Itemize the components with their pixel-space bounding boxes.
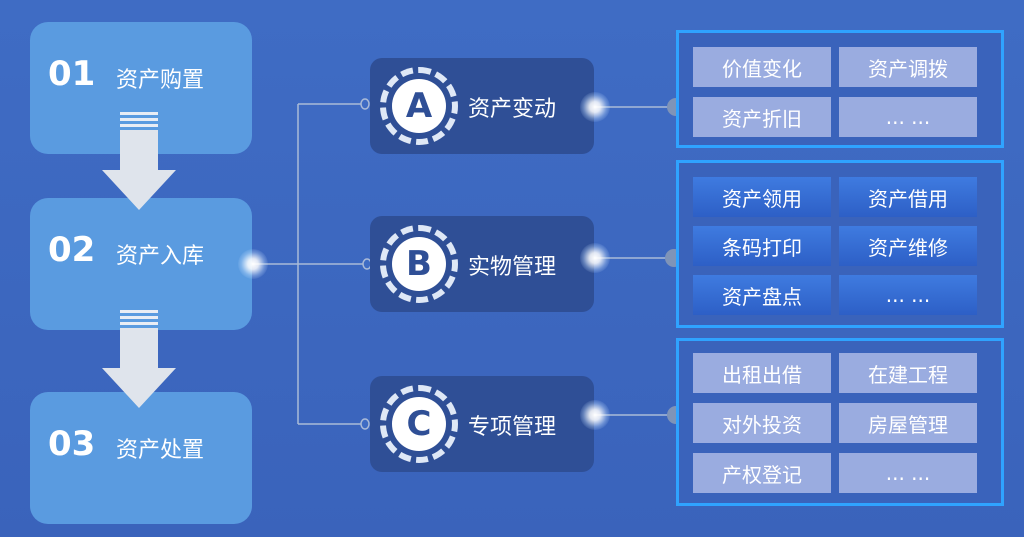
item-cell: 出租出借 [693,353,831,393]
panel-b: 资产领用 资产借用 条码打印 资产维修 资产盘点 ... ... [676,160,1004,328]
item-cell: ... ... [839,97,977,137]
item-cell: 对外投资 [693,403,831,443]
item-cell: 资产借用 [839,177,977,217]
item-cell: ... ... [839,275,977,315]
glow-dot-icon [580,92,610,122]
item-cell: 条码打印 [693,226,831,266]
item-cell: 产权登记 [693,453,831,493]
item-cell: 资产折旧 [693,97,831,137]
stage-number: 02 [48,230,96,270]
stage-number: 03 [48,424,96,464]
badge-letter: A [392,79,446,133]
item-cell: ... ... [839,453,977,493]
item-cell: 房屋管理 [839,403,977,443]
item-cell: 资产领用 [693,177,831,217]
stage-label: 资产购置 [116,68,205,93]
badge-ring-icon: C [380,385,458,463]
down-arrow-icon [102,310,176,408]
item-cell: 在建工程 [839,353,977,393]
item-cell: 资产维修 [839,226,977,266]
panel-c: 出租出借 在建工程 对外投资 房屋管理 产权登记 ... ... [676,338,1004,506]
stage-number: 01 [48,54,96,94]
badge-letter: B [392,237,446,291]
badge-ring-icon: B [380,225,458,303]
stage-label: 资产处置 [116,438,205,463]
category-label: 专项管理 [468,415,557,440]
stage-box-03: 03 资产处置 [30,392,252,524]
badge-letter: C [392,397,446,451]
category-label: 实物管理 [468,255,557,280]
category-box-a: A 资产变动 [370,58,594,154]
stage-label: 资产入库 [116,244,205,269]
badge-ring-icon: A [380,67,458,145]
panel-a: 价值变化 资产调拨 资产折旧 ... ... [676,30,1004,148]
category-box-b: B 实物管理 [370,216,594,312]
stage-box-02: 02 资产入库 [30,198,252,330]
down-arrow-icon [102,112,176,210]
item-cell: 资产调拨 [839,47,977,87]
glow-dot-icon [238,249,268,279]
glow-dot-icon [580,400,610,430]
item-cell: 资产盘点 [693,275,831,315]
category-box-c: C 专项管理 [370,376,594,472]
item-cell: 价值变化 [693,47,831,87]
category-label: 资产变动 [468,97,557,122]
glow-dot-icon [580,243,610,273]
